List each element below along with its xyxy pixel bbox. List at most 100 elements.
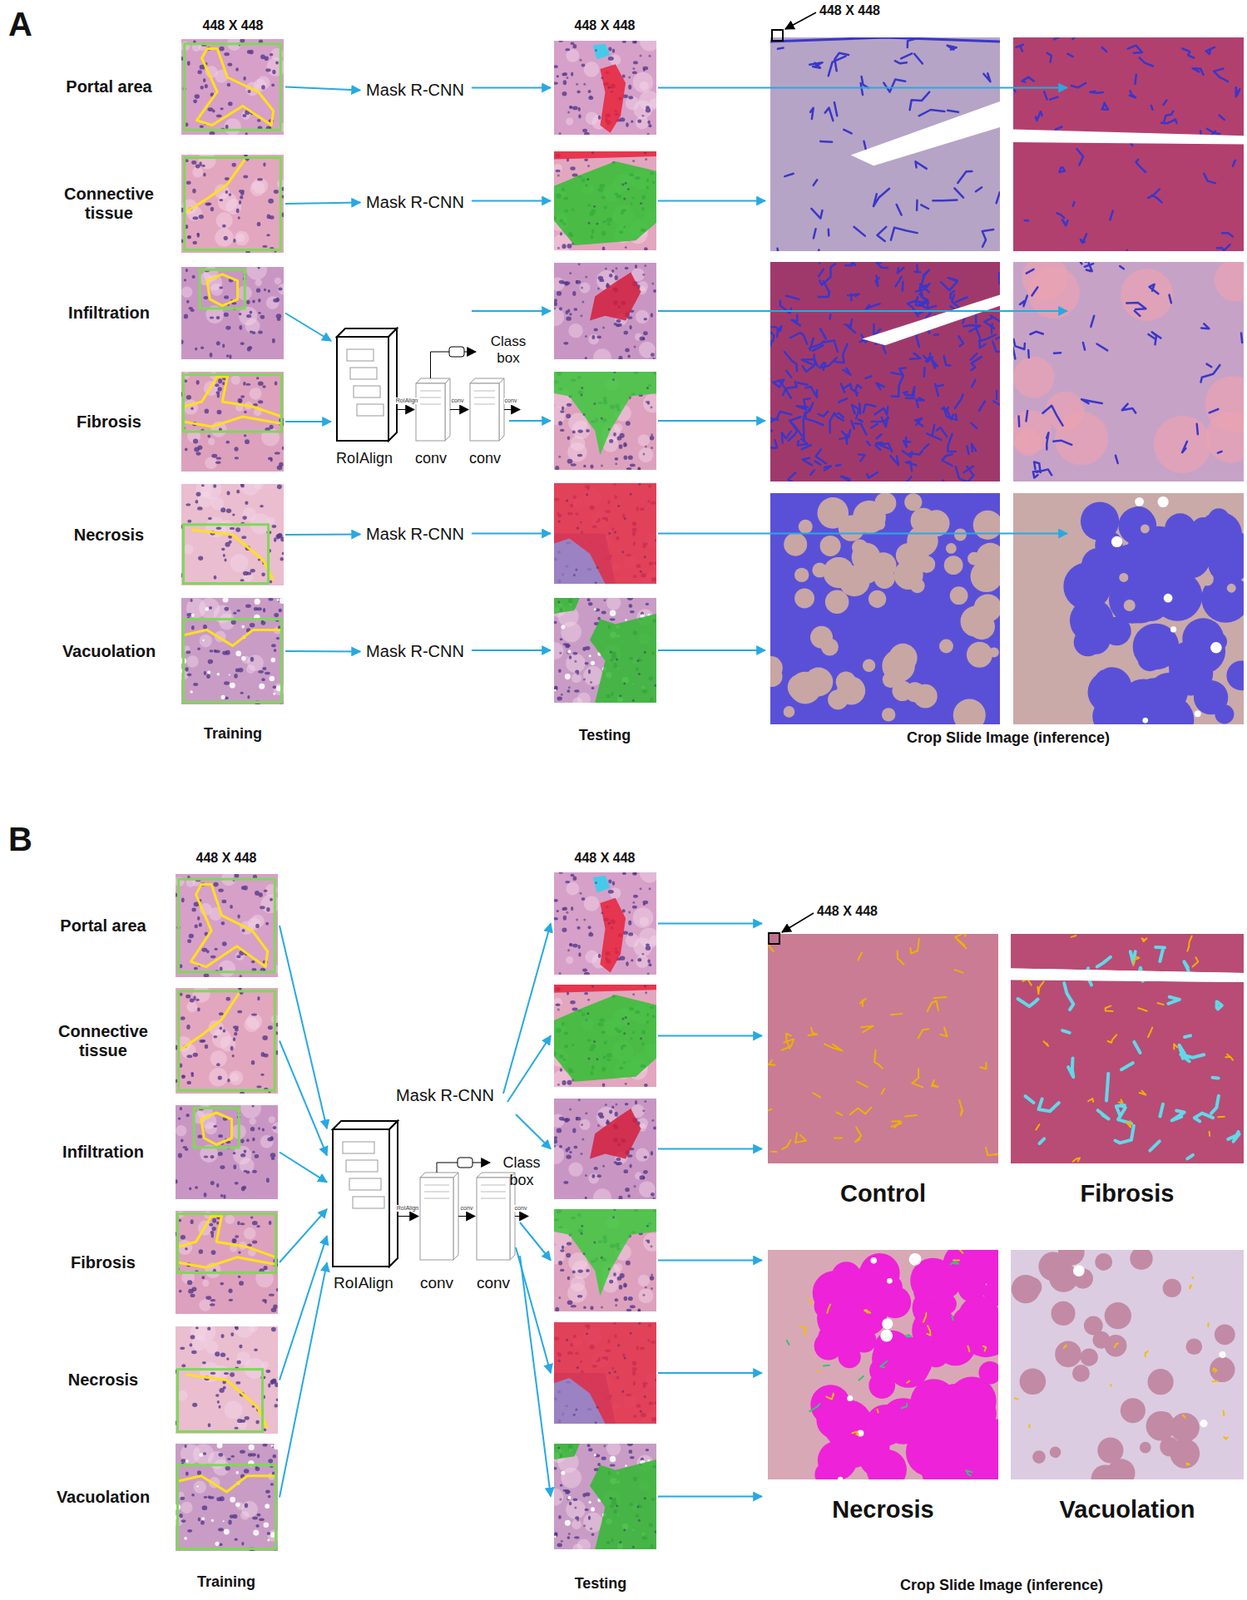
vacuole [588, 654, 592, 658]
nucleus [246, 1138, 250, 1143]
nucleus [264, 672, 271, 676]
annotation-outline [183, 376, 283, 427]
nucleus [187, 1280, 193, 1286]
nucleus [644, 991, 648, 995]
nucleus [199, 125, 204, 129]
nucleus [583, 413, 586, 416]
nucleus [579, 1152, 583, 1156]
nucleus [185, 1471, 189, 1476]
nucleus [233, 1032, 238, 1037]
nucleus [239, 1449, 246, 1455]
nucleus [645, 400, 649, 404]
nucleus [240, 341, 245, 346]
cytoplasm [224, 1215, 234, 1225]
cytoplasm [213, 605, 233, 624]
cytoplasm [210, 1050, 228, 1068]
nucleus [223, 236, 228, 241]
cytoplasm [210, 283, 223, 297]
cytoplasm [568, 1162, 583, 1177]
nucleus [561, 1080, 566, 1086]
vacuole [217, 672, 220, 676]
tissue-ground [181, 484, 284, 586]
nucleus [210, 1299, 216, 1302]
nucleus [227, 1078, 230, 1084]
nucleus [580, 287, 584, 290]
nucleus [191, 625, 195, 630]
nucleus [617, 1276, 623, 1282]
predicted-mask [554, 151, 657, 160]
nucleus [230, 1332, 234, 1337]
nucleus [597, 1124, 600, 1128]
nucleus [623, 1282, 627, 1288]
vacuole [560, 624, 565, 629]
nucleus [180, 1016, 186, 1020]
vacuole [228, 674, 231, 677]
nucleus [276, 1399, 278, 1403]
nucleus [602, 246, 606, 251]
nucleus [613, 371, 616, 374]
nucleus [569, 105, 573, 109]
nucleus [573, 44, 578, 49]
tissue-image [554, 151, 657, 251]
bounding-box [177, 1370, 263, 1433]
nucleus [594, 581, 598, 584]
nucleus [274, 451, 281, 455]
cytoplasm [248, 1118, 256, 1125]
bounding-box [183, 619, 282, 703]
nucleus [187, 235, 192, 240]
vacuole [229, 1497, 236, 1504]
nucleus [608, 86, 611, 90]
nucleus [572, 652, 578, 656]
predicted-mask [554, 161, 657, 246]
nucleus [554, 1003, 560, 1006]
nucleus [584, 646, 590, 651]
nucleus [240, 578, 245, 582]
nucleus [643, 1395, 647, 1399]
nucleus [636, 659, 639, 663]
nucleus [194, 1186, 198, 1189]
nucleus [617, 504, 620, 508]
nucleus [242, 113, 247, 118]
nucleus [653, 357, 656, 360]
nucleus [601, 610, 607, 614]
cytoplasm [234, 231, 250, 247]
nucleus [225, 1466, 231, 1472]
nucleus [209, 1303, 216, 1307]
nucleus [266, 1370, 272, 1374]
nucleus [627, 188, 630, 191]
nucleus [249, 623, 256, 628]
cytoplasm [240, 1105, 262, 1119]
nucleus [242, 515, 248, 520]
nucleus [653, 1126, 657, 1130]
tissue-image [175, 874, 278, 978]
nucleus [233, 673, 238, 679]
nucleus [637, 119, 642, 124]
nucleus [569, 105, 572, 109]
cytoplasm [579, 1119, 591, 1131]
nucleus [591, 335, 595, 340]
nucleus [259, 905, 265, 910]
predicted-mask [554, 598, 580, 614]
nucleus [243, 410, 247, 414]
nucleus [578, 1098, 581, 1102]
cytoplasm [208, 1068, 228, 1087]
nucleus [639, 202, 643, 205]
nucleus [274, 381, 278, 386]
nucleus [593, 1040, 596, 1044]
nucleus [181, 1075, 185, 1079]
nucleus [621, 1390, 624, 1394]
nucleus [238, 200, 242, 205]
nucleus [628, 1163, 632, 1168]
cytoplasm [633, 72, 654, 94]
nucleus [251, 1060, 256, 1065]
nucleus [600, 76, 604, 80]
nucleus [611, 269, 614, 273]
nucleus [572, 1270, 576, 1274]
nucleus [237, 1010, 243, 1015]
nucleus [578, 952, 581, 957]
nucleus [185, 268, 189, 273]
nucleus [214, 649, 221, 654]
nucleus [186, 1054, 193, 1059]
nucleus [567, 1536, 571, 1540]
nucleus [577, 1295, 583, 1299]
